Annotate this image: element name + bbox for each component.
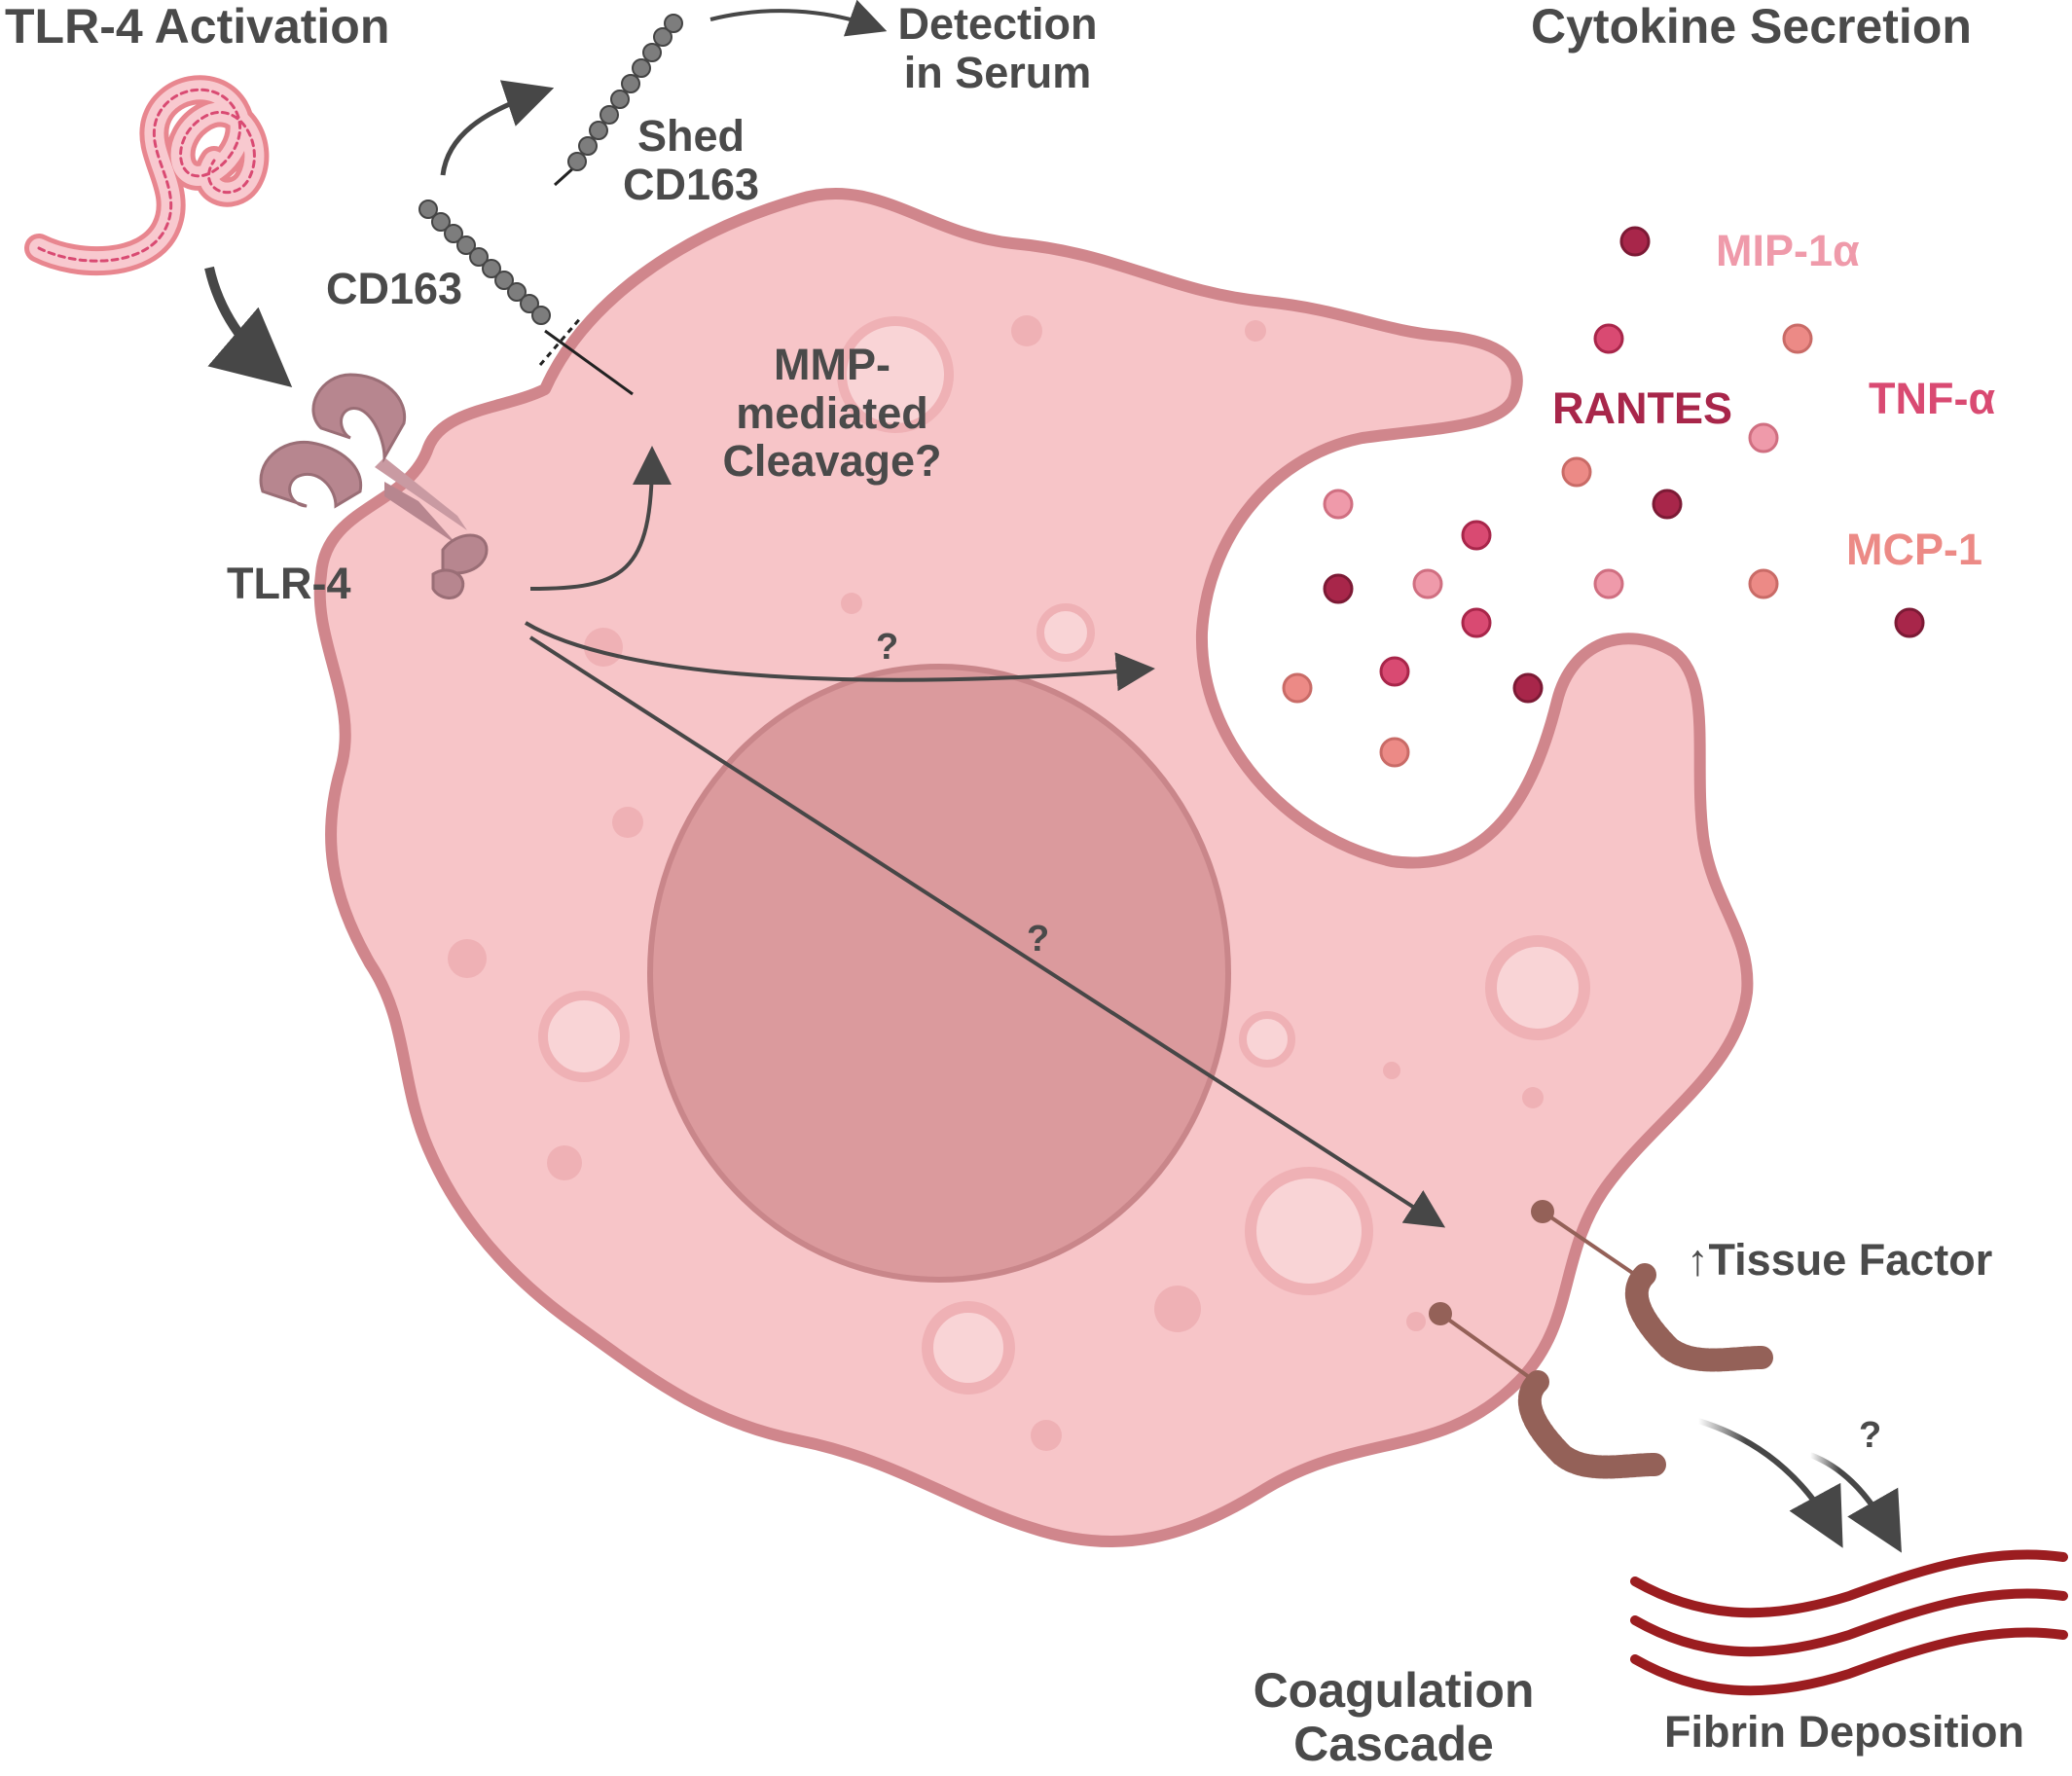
question-mark-fibrin: ?	[1859, 1415, 1882, 1456]
cytokine-particles	[1282, 226, 1925, 768]
cytokine-mip1a: MIP-1α	[1716, 226, 1860, 275]
detection-line-2: in Serum	[903, 47, 1092, 97]
fibrin-icon	[1630, 1549, 2068, 1696]
shed-cd163-chain-icon	[553, 14, 683, 187]
shed-cd163-line-2: CD163	[622, 159, 760, 209]
tlr4-receptor-icon	[259, 373, 489, 599]
coagulation-line-1: Coagulation	[1253, 1663, 1535, 1718]
cytokine-tnfa: TNF-α	[1869, 374, 1996, 423]
tlr4-to-mmp-arrow	[529, 446, 672, 591]
fibrin-deposition-label: Fibrin Deposition	[1664, 1707, 2024, 1757]
nucleus	[647, 664, 1231, 1283]
mmp-cleavage-label: MMP- mediated Cleavage?	[706, 341, 959, 486]
cytokine-mcp1: MCP-1	[1846, 525, 1983, 574]
coagulation-cascade-label: Coagulation Cascade	[1228, 1664, 1559, 1771]
title-cytokine-secretion: Cytokine Secretion	[1531, 0, 1972, 54]
vesicles	[448, 315, 1590, 1451]
detection-label: Detection in Serum	[876, 0, 1119, 96]
shed-cd163-label: Shed CD163	[603, 112, 779, 208]
virus-to-tlr4-arrow	[204, 266, 293, 388]
question-mark-tissue-factor: ?	[1027, 919, 1050, 960]
mmp-line-2: mediated	[736, 387, 928, 438]
cd163-label: CD163	[326, 264, 463, 313]
ebola-virus-icon	[24, 75, 270, 276]
detection-arrow	[709, 0, 888, 37]
tlr4-to-cytokine-arrow	[524, 621, 1155, 692]
question-mark-cytokine: ?	[876, 627, 899, 668]
shed-arrow	[440, 80, 555, 176]
cd163-chain-icon	[418, 199, 634, 396]
cytokine-rantes: RANTES	[1552, 383, 1733, 433]
tissue-factor-label: ↑Tissue Factor	[1687, 1235, 1993, 1285]
tissue-factor-icon	[1429, 1200, 1773, 1479]
mmp-line-1: MMP-	[774, 340, 891, 389]
mmp-line-3: Cleavage?	[722, 436, 942, 486]
tlr4-to-tissue-factor-arrow	[528, 635, 1446, 1228]
detection-line-1: Detection	[897, 0, 1098, 49]
coagulation-line-2: Cascade	[1293, 1717, 1494, 1771]
title-tlr4-activation: TLR-4 Activation	[5, 0, 390, 54]
shed-cd163-line-1: Shed	[636, 111, 745, 161]
coagulation-arrow-2	[1808, 1452, 1902, 1553]
tlr4-label: TLR-4	[227, 559, 351, 608]
coagulation-arrow-1	[1697, 1418, 1843, 1548]
